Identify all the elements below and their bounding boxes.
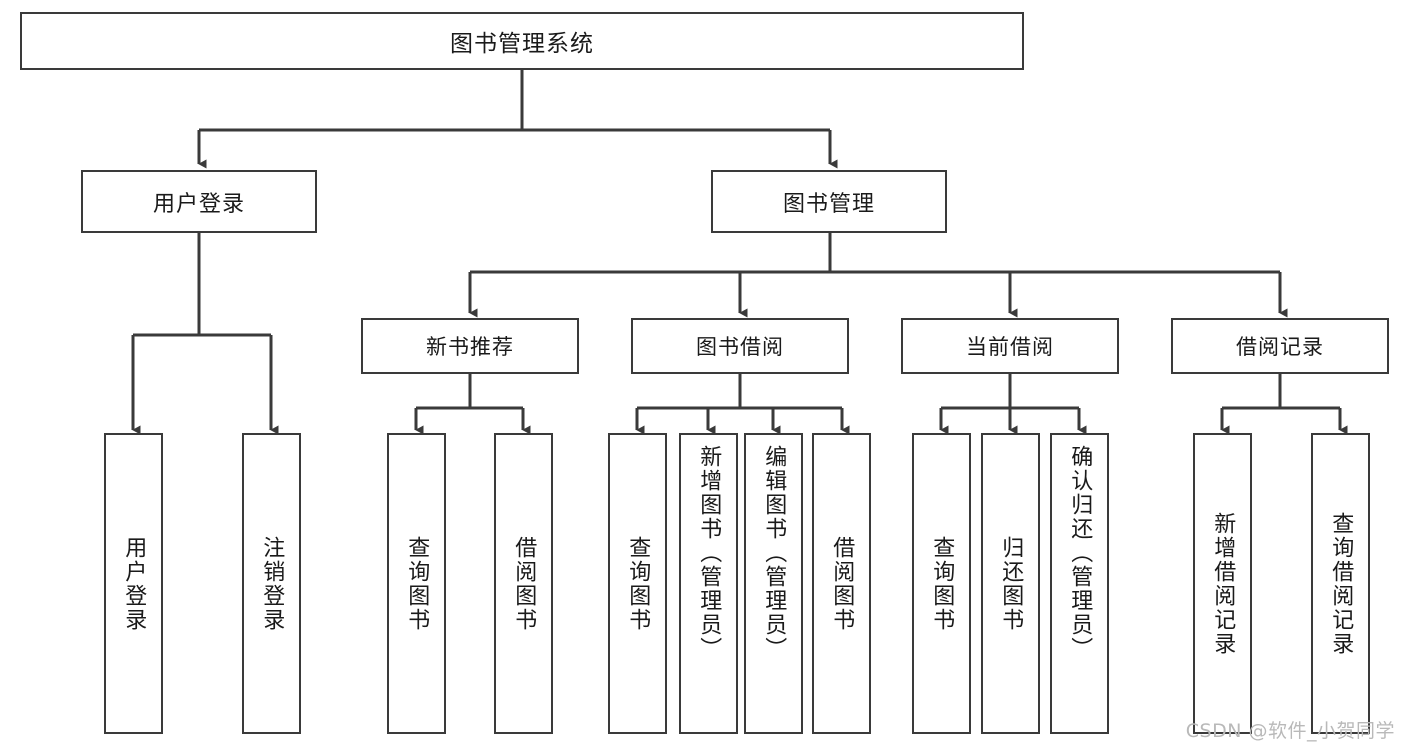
node-book-borrow-label: 图书借阅 [696,335,784,359]
leaf-recommend-borrow-book[interactable]: 借阅图书 [494,433,553,734]
leaf-user-login-login-label: 用户登录 [121,535,147,632]
watermark: CSDN @软件_小贺同学 [1185,720,1395,742]
leaf-current-query-book[interactable]: 查询图书 [912,433,971,734]
node-new-book-recommend-label: 新书推荐 [426,335,514,359]
leaf-current-query-book-label: 查询图书 [929,535,955,632]
leaf-borrow-query-book[interactable]: 查询图书 [608,433,667,734]
leaf-user-login-login[interactable]: 用户登录 [104,433,163,734]
leaf-borrow-add-book-admin[interactable]: 新增图书（管理员） [679,433,738,734]
node-new-book-recommend[interactable]: 新书推荐 [361,318,579,374]
leaf-record-add-record[interactable]: 新增借阅记录 [1193,433,1252,734]
node-book-management[interactable]: 图书管理 [711,170,947,233]
node-root-label: 图书管理系统 [450,31,594,57]
leaf-borrow-edit-book-admin-label: 编辑图书（管理员） [761,445,787,661]
node-root[interactable]: 图书管理系统 [20,12,1024,70]
leaf-user-login-logout[interactable]: 注销登录 [242,433,301,734]
node-current-borrow-label: 当前借阅 [966,335,1054,359]
leaf-user-login-logout-label: 注销登录 [259,535,285,632]
leaf-borrow-edit-book-admin[interactable]: 编辑图书（管理员） [744,433,803,734]
node-book-borrow[interactable]: 图书借阅 [631,318,849,374]
leaf-record-query-record[interactable]: 查询借阅记录 [1311,433,1370,734]
leaf-current-return-book-label: 归还图书 [998,535,1024,632]
leaf-borrow-add-book-admin-label: 新增图书（管理员） [696,445,722,661]
leaf-borrow-query-book-label: 查询图书 [625,535,651,632]
leaf-borrow-borrow-book-label: 借阅图书 [829,535,855,632]
node-borrow-record-label: 借阅记录 [1236,335,1324,359]
node-user-login[interactable]: 用户登录 [81,170,317,233]
node-book-management-label: 图书管理 [782,191,875,217]
leaf-record-add-record-label: 新增借阅记录 [1210,511,1236,656]
leaf-current-confirm-return-admin-label: 确认归还（管理员） [1067,445,1093,661]
leaf-borrow-borrow-book[interactable]: 借阅图书 [812,433,871,734]
leaf-current-return-book[interactable]: 归还图书 [981,433,1040,734]
leaf-record-query-record-label: 查询借阅记录 [1328,511,1354,656]
leaf-recommend-query-book-label: 查询图书 [404,535,430,632]
leaf-recommend-borrow-book-label: 借阅图书 [511,535,537,632]
leaf-recommend-query-book[interactable]: 查询图书 [387,433,446,734]
node-user-login-label: 用户登录 [152,191,245,217]
leaf-current-confirm-return-admin[interactable]: 确认归还（管理员） [1050,433,1109,734]
node-borrow-record[interactable]: 借阅记录 [1171,318,1389,374]
node-current-borrow[interactable]: 当前借阅 [901,318,1119,374]
